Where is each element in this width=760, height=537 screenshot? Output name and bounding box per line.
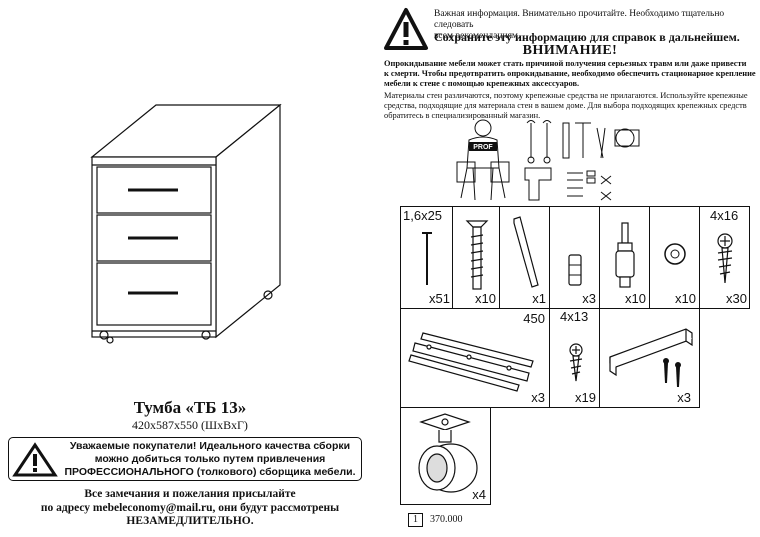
contact-line-3: НЕЗАМЕДЛИТЕЛЬНО. [126, 515, 254, 527]
page-number: 1 [413, 514, 418, 525]
hardware-label: 450 [523, 311, 545, 326]
hardware-cell-confirmat: x10 [452, 206, 500, 309]
hardware-qty: x4 [472, 487, 486, 502]
warning-body-3: мебели к стене с помощью крепежных аксес… [384, 79, 580, 88]
hardware-cell-handle: x3 [599, 308, 700, 408]
warning-body-1: Опрокидывание мебели может стать причино… [384, 59, 747, 68]
warning-icon-large [384, 8, 428, 50]
nail-icon [422, 232, 432, 285]
hardware-cell-screw-4x13: 4x13 x19 [549, 308, 600, 408]
hardware-qty: x51 [429, 291, 450, 306]
hardware-cell-cam-lock: x10 [649, 206, 700, 309]
hardware-qty: x10 [675, 291, 696, 306]
hardware-label: 4x13 [560, 309, 589, 324]
hardware-label: 4x16 [710, 208, 739, 223]
hardware-cell-screw-4x16: 4x16 x30 [699, 206, 750, 309]
cabinet-illustration [90, 103, 282, 344]
handle-icon [609, 328, 693, 387]
hardware-cell-nail: 1,6x25 x51 [400, 206, 453, 309]
warning-intro-1: Важная информация. Внимательно прочитайт… [434, 9, 725, 30]
product-title: Тумба «ТБ 13» [133, 398, 247, 417]
hardware-qty: x3 [677, 390, 691, 405]
hardware-cell-dowel: x3 [549, 206, 600, 309]
notice-line-3: ПРОФЕССИОНАЛЬНОГО (толкового) сборщика м… [64, 466, 356, 478]
confirmat-screw-icon [465, 220, 489, 290]
caster-wheel-icon [418, 413, 478, 493]
hardware-qty: x3 [582, 291, 596, 306]
hardware-qty: x10 [625, 291, 646, 306]
warning-materials-1: Материалы стен различаются, поэтому креп… [384, 91, 748, 100]
warning-body-2: к смерти. Чтобы предотвратить опрокидыва… [384, 69, 756, 78]
hardware-cell-drawer-slides: 450 x3 [400, 308, 550, 408]
warning-materials-2: средства, подходящие для материала стен … [384, 101, 747, 110]
document-code: 370.000 [430, 514, 463, 525]
hardware-label: 1,6x25 [403, 208, 443, 223]
hardware-cell-cam-bolt: x10 [599, 206, 650, 309]
hex-key-icon [513, 216, 539, 288]
wood-screw-icon [717, 233, 733, 284]
hardware-qty: x10 [475, 291, 496, 306]
short-screw-icon [569, 343, 583, 382]
hardware-qty: x30 [726, 291, 747, 306]
tool-brand-label: PROF [473, 144, 493, 151]
hardware-qty: x19 [575, 390, 596, 405]
cam-lock-icon [664, 243, 686, 265]
product-dimensions: 420x587x550 (ШхВхГ) [132, 418, 248, 432]
tools-illustration: PROF [456, 119, 640, 201]
hardware-qty: x1 [532, 291, 546, 306]
notice-line-1: Уважаемые покупатели! Идеального качеств… [69, 440, 351, 452]
warning-intro-2: всем рекомендациям. [434, 31, 521, 41]
warning-keep: Сохраните эту информацию для справок в д… [434, 30, 740, 44]
hardware-cell-hex-key: x1 [499, 206, 550, 309]
contact-line-1: Все замечания и пожелания присылайте [84, 488, 296, 500]
notice-line-2: можно добиться только путем привлечения [94, 453, 326, 465]
cam-bolt-icon [615, 222, 635, 288]
warning-heading: ВНИМАНИЕ! [522, 43, 618, 58]
warning-materials-3: обратитесь в специализированный магазин. [384, 111, 541, 120]
page-number-box: 1 [408, 513, 423, 527]
dowel-icon [568, 254, 582, 286]
hardware-cell-caster: x4 [400, 407, 491, 505]
hardware-qty: x3 [531, 390, 545, 405]
drawer-slide-icon [408, 332, 534, 392]
warning-icon [12, 442, 58, 477]
contact-line-2: по адресу mebeleconomy@mail.ru, они буду… [40, 501, 340, 514]
notice-box: Уважаемые покупатели! Идеального качеств… [8, 437, 362, 481]
